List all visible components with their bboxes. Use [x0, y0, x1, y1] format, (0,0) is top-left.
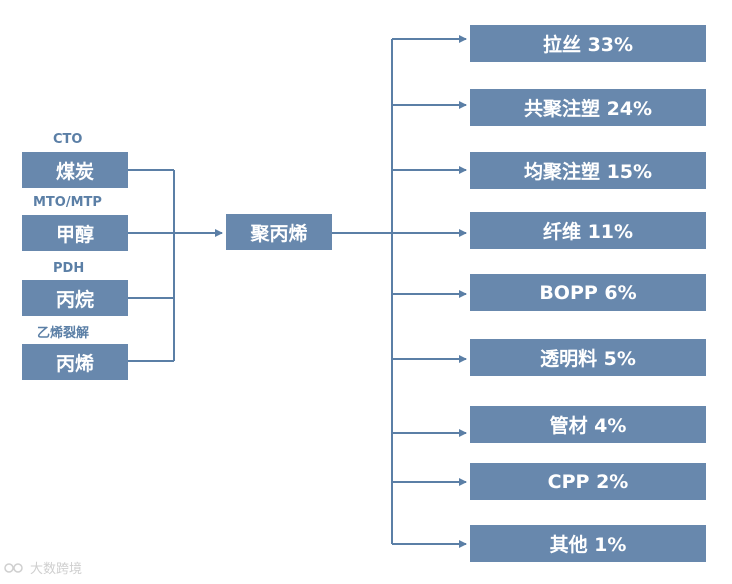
application-box: 拉丝 33%: [470, 25, 706, 62]
application-box: 其他 1%: [470, 525, 706, 562]
application-box: 均聚注塑 15%: [470, 152, 706, 189]
process-label-pdh: PDH: [53, 261, 85, 276]
application-box: CPP 2%: [470, 463, 706, 500]
feedstock-box-propane: 丙烷: [22, 280, 128, 316]
output-connectors: [332, 35, 467, 548]
feedstock-box-coal: 煤炭: [22, 152, 128, 188]
watermark: 大数跨境: [4, 558, 82, 577]
application-box: 共聚注塑 24%: [470, 89, 706, 126]
feedstock-box-methanol: 甲醇: [22, 215, 128, 251]
product-box-polypropylene: 聚丙烯: [226, 214, 332, 250]
process-label-ethylene-cracking: 乙烯裂解: [37, 326, 90, 341]
watermark-text: 大数跨境: [30, 562, 83, 577]
application-box: BOPP 6%: [470, 274, 706, 311]
watermark-logo-icon: [4, 561, 26, 575]
application-box: 纤维 11%: [470, 212, 706, 249]
feedstock-box-propylene: 丙烯: [22, 344, 128, 380]
source-connectors: [128, 169, 223, 362]
process-label-cto: CTO: [53, 132, 83, 147]
process-label-mto-mtp: MTO/MTP: [33, 195, 102, 210]
application-box: 管材 4%: [470, 406, 706, 443]
application-box: 透明料 5%: [470, 339, 706, 376]
